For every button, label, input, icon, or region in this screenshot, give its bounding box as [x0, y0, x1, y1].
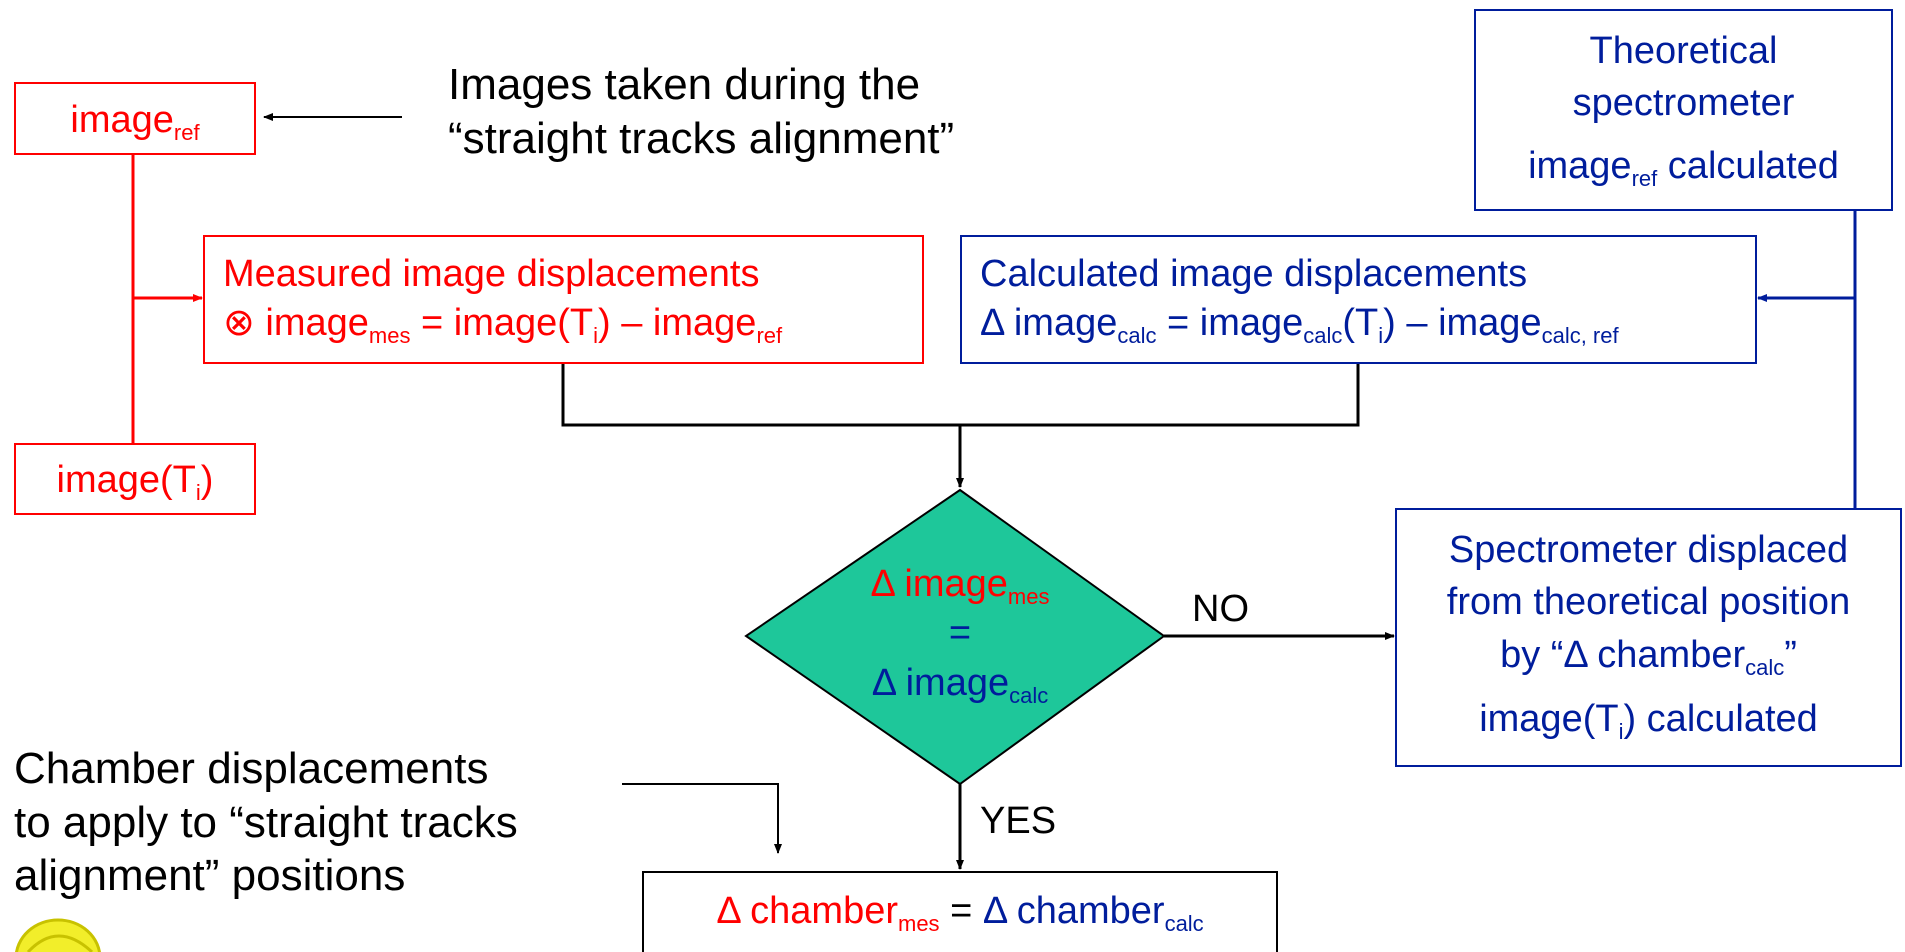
calculated-minus: ) – image	[1383, 302, 1542, 345]
result-right-sub: calc	[1164, 911, 1204, 936]
theoretical-line2: spectrometer	[1572, 82, 1795, 125]
decision-text: Δ imagemes = Δ imagecalc	[820, 560, 1100, 708]
image-ref-sub: ref	[173, 120, 200, 145]
calculated-sub-calc: calc	[1117, 323, 1157, 349]
displaced-line4-sub: i	[1618, 719, 1624, 745]
images-taken-line1: Images taken during the	[448, 60, 921, 109]
decision-equals: =	[948, 612, 972, 655]
displaced-line3-base: by “Δ chamber	[1500, 633, 1746, 676]
measured-eq: = image(T	[410, 302, 594, 345]
measured-displacements-box: Measured image displacements ⊗ imagemes …	[203, 235, 924, 364]
theoretical-line1: Theoretical	[1589, 30, 1778, 72]
image-ti-base: image(T	[56, 459, 196, 501]
image-ti-close: )	[200, 459, 214, 501]
image-ti-sub: i	[195, 480, 201, 505]
decision-top-sub: mes	[1007, 584, 1050, 609]
result-box: Δ chambermes = Δ chambercalc	[642, 871, 1278, 952]
measured-formula: ⊗ imagemes = image(Ti) – imageref	[223, 299, 922, 348]
displaced-line4-base: image(T	[1479, 698, 1619, 741]
merge-line	[561, 364, 1360, 427]
chamber-line3: alignment” positions	[14, 851, 406, 901]
calculated-sub-calcref: calc, ref	[1541, 323, 1619, 349]
displaced-line3: by “Δ chambercalc”	[1397, 629, 1900, 681]
displaced-line4-rest: ) calculated	[1623, 698, 1818, 741]
spectrometer-displaced-box: Spectrometer displaced from theoretical …	[1395, 508, 1902, 767]
yes-label: YES	[980, 800, 1057, 842]
measured-minus: ) – image	[598, 302, 757, 345]
image-ti-box: image(Ti)	[14, 443, 256, 515]
image-ref-box: imageref	[14, 82, 256, 155]
decision-top: Δ imagemes	[820, 560, 1100, 609]
images-taken-line2: “straight tracks alignment”	[448, 113, 955, 163]
result-right-base: Δ chamber	[982, 890, 1165, 932]
displaced-line2: from theoretical position	[1446, 581, 1851, 624]
calculated-sub-i: i	[1378, 323, 1384, 349]
theoretical-line3-base: image	[1528, 144, 1632, 187]
chamber-annotation-arrow	[622, 783, 782, 854]
measured-title: Measured image displacements	[223, 253, 760, 295]
chamber-annotation: Chamber displacements to apply to “strai…	[14, 742, 518, 903]
decision-bottom-base: Δ image	[871, 661, 1010, 704]
result-left-sub: mes	[898, 911, 940, 936]
measured-sub-ref: ref	[756, 323, 783, 349]
result-equals: =	[939, 890, 983, 932]
result-left-base: Δ chamber	[716, 890, 898, 932]
calculated-formula: Δ imagecalc = imagecalc(Ti) – imagecalc,…	[980, 299, 1755, 348]
images-taken-annotation: Images taken during the “straight tracks…	[448, 58, 954, 165]
no-label: NO	[1192, 588, 1249, 630]
calculated-sub-calc2: calc	[1303, 323, 1343, 349]
image-ref-base: image	[70, 99, 174, 141]
displaced-line3-close: ”	[1784, 633, 1797, 676]
decision-bottom-sub: calc	[1009, 682, 1049, 708]
measured-symbol: ⊗ image	[223, 302, 369, 345]
calculated-title: Calculated image displacements	[980, 253, 1528, 295]
decision-bottom: Δ imagecalc	[820, 659, 1100, 708]
theoretical-spectrometer-box: Theoretical spectrometer imageref calcul…	[1474, 9, 1893, 211]
chamber-line2: to apply to “straight tracks	[14, 797, 518, 847]
calculated-displacements-box: Calculated image displacements Δ imageca…	[960, 235, 1757, 364]
logo-icon	[15, 918, 101, 952]
displaced-line1: Spectrometer displaced	[1448, 529, 1849, 571]
decision-top-base: Δ image	[870, 563, 1008, 605]
calculated-symbol: Δ image	[980, 302, 1118, 345]
theoretical-line3-sub: ref	[1631, 165, 1658, 191]
calculated-open: (T	[1342, 302, 1379, 345]
theoretical-line3-rest: calculated	[1657, 144, 1839, 187]
chamber-line1: Chamber displacements	[14, 744, 489, 793]
measured-sub-i: i	[593, 323, 599, 349]
calculated-eq: = image	[1156, 302, 1304, 345]
displaced-line4: image(Ti) calculated	[1397, 693, 1900, 745]
displaced-line3-sub: calc	[1745, 654, 1785, 680]
theoretical-line3: imageref calculated	[1476, 140, 1891, 192]
measured-sub-mes: mes	[368, 323, 411, 349]
